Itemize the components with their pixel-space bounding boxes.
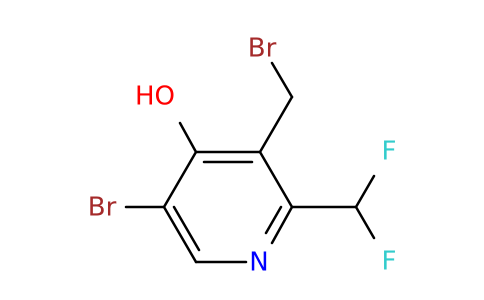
bond-c6-c5 xyxy=(162,205,198,264)
atom-labels: Br HO Br N F F xyxy=(88,34,397,278)
bond-c3-c2 xyxy=(258,150,294,209)
bond-c6-c5-inner xyxy=(172,205,201,252)
atom-br-left: Br xyxy=(88,193,117,223)
atom-oh: HO xyxy=(135,82,175,112)
bond-ch2-br xyxy=(270,61,294,99)
atom-f-top: F xyxy=(382,137,397,167)
atom-n: N xyxy=(249,248,268,278)
atom-br-top: Br xyxy=(248,34,277,64)
bond-c3-ch2 xyxy=(258,95,294,154)
bond-c2-n xyxy=(270,205,294,245)
bond-c2-n-inner xyxy=(264,205,283,235)
bond-chf2-f-bottom xyxy=(354,205,376,240)
bond-c4-o xyxy=(178,121,198,154)
bonds xyxy=(124,61,376,264)
bond-c5-c4 xyxy=(162,150,198,209)
atom-f-bottom: F xyxy=(382,247,397,277)
bond-chf2-f-top xyxy=(354,174,376,209)
